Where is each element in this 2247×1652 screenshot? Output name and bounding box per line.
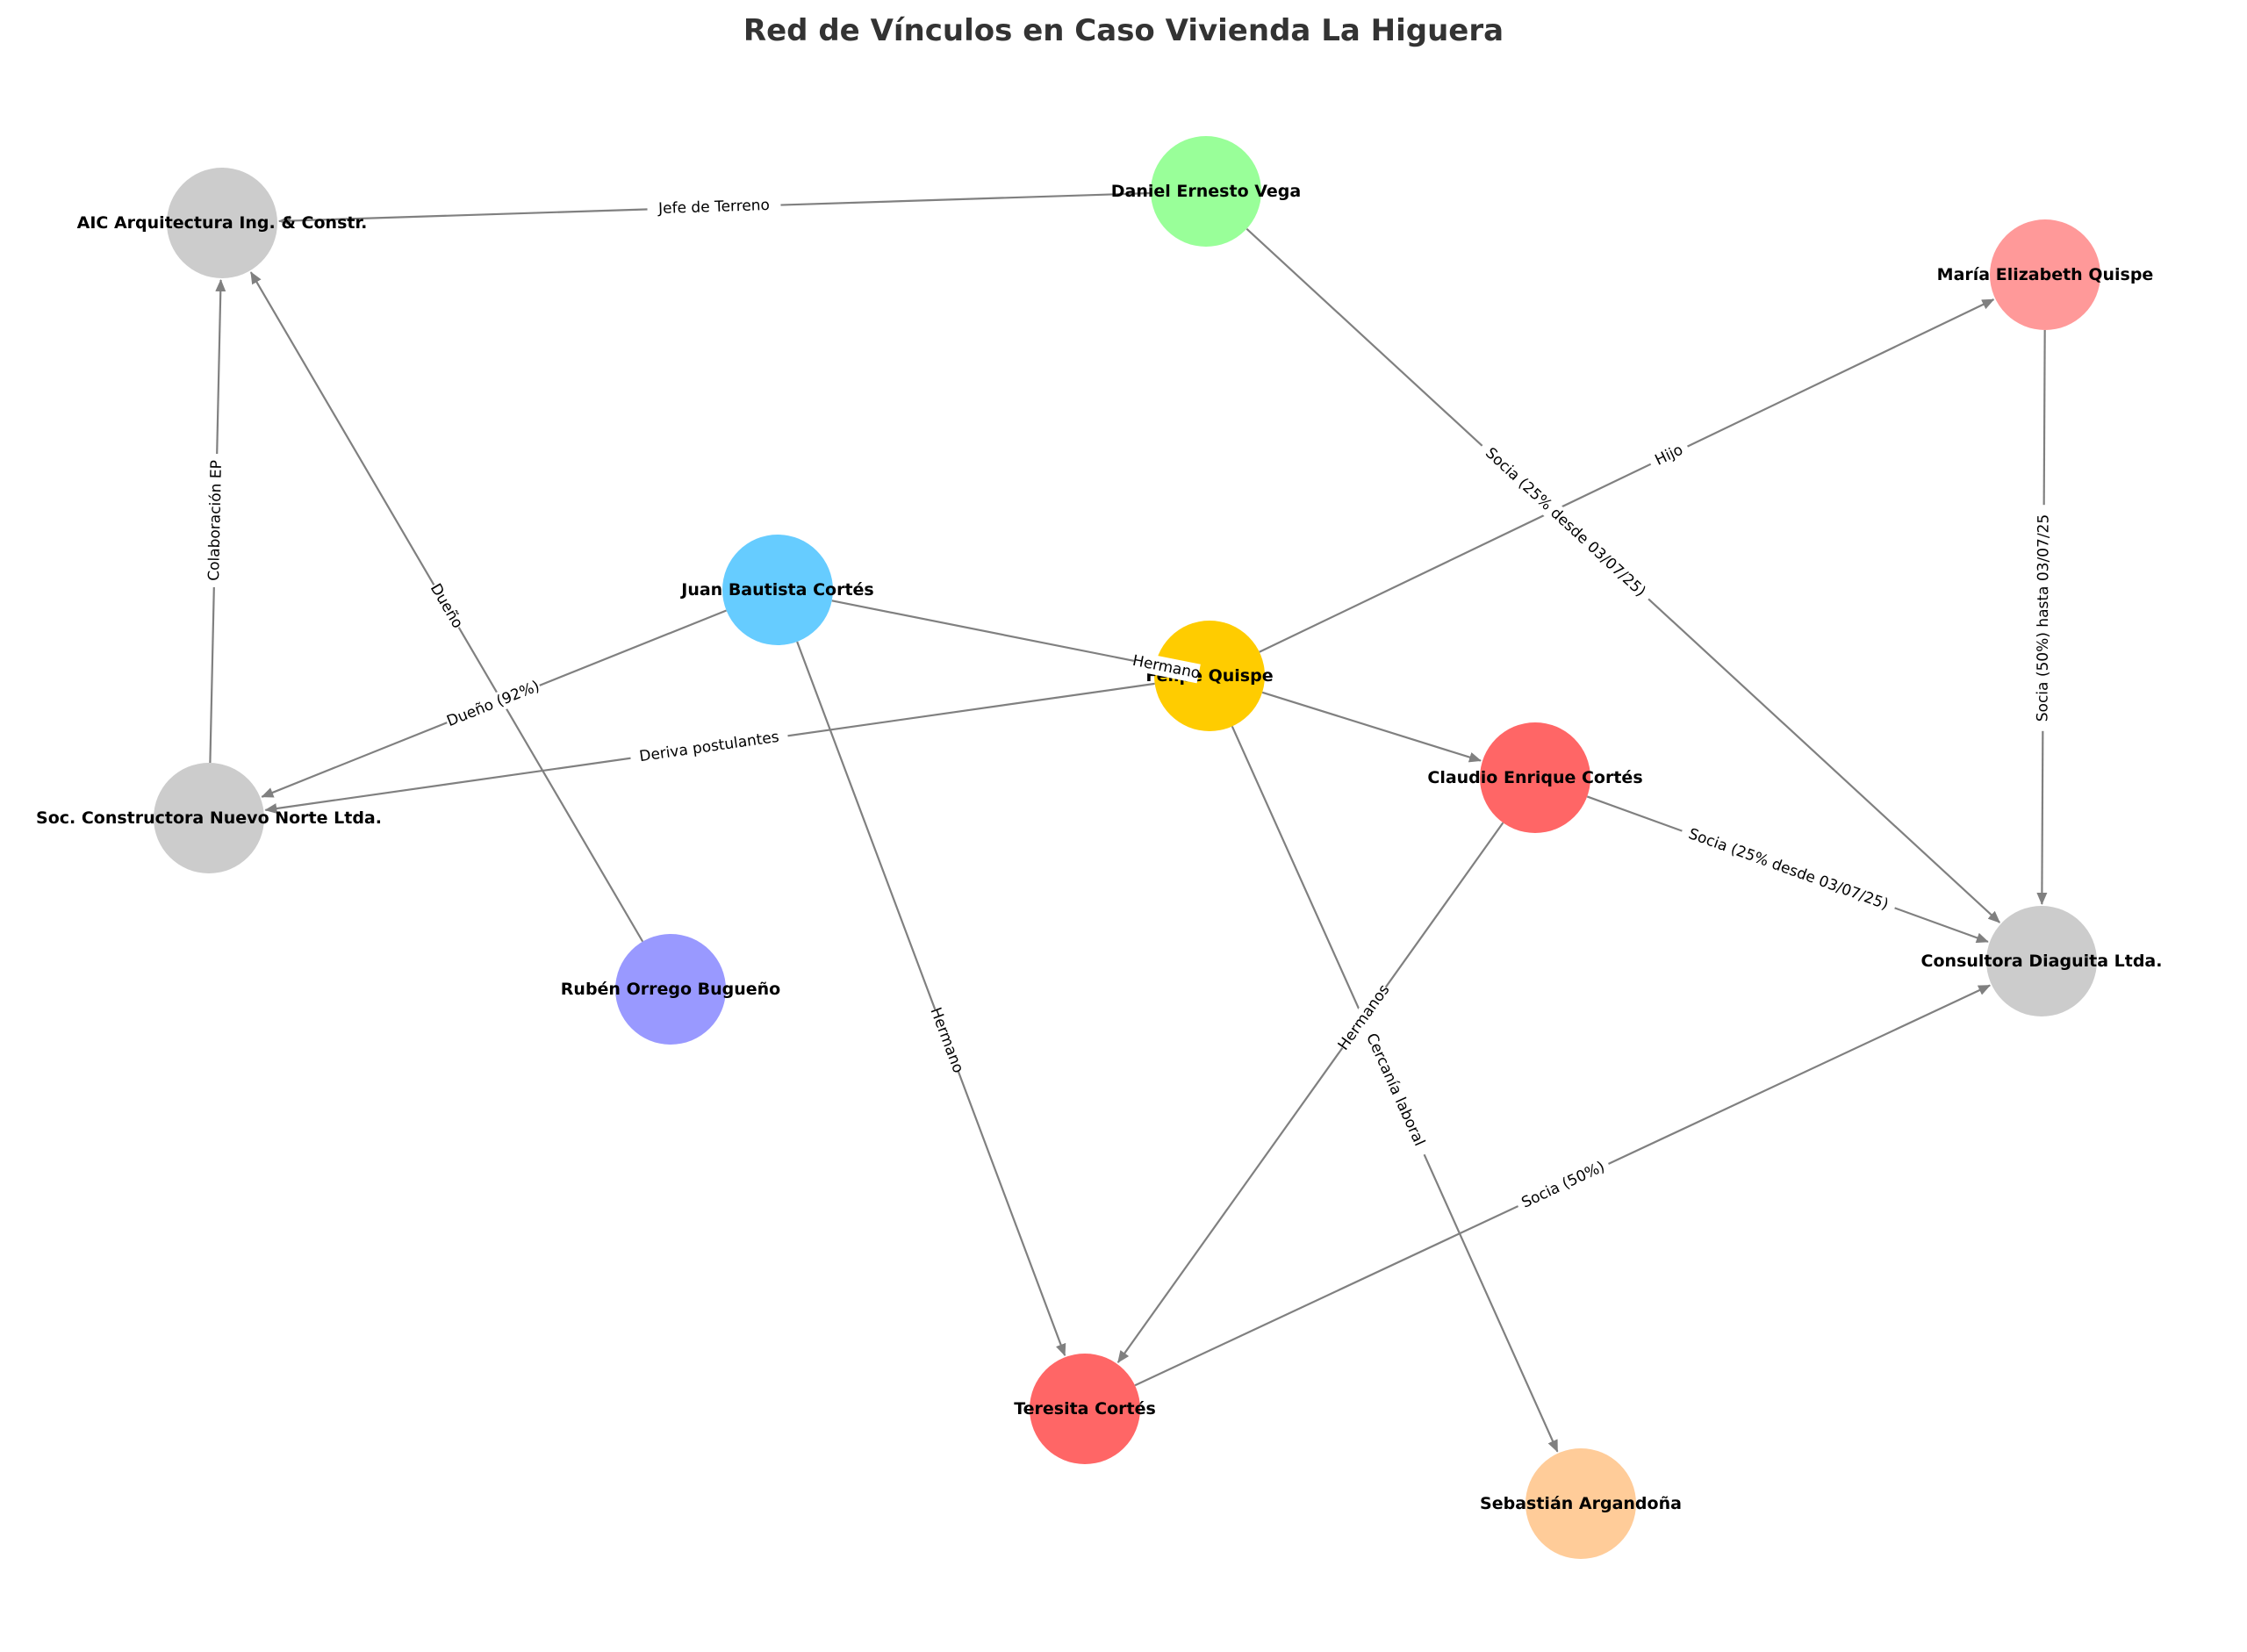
node-ruben: Rubén Orrego Bugueño <box>561 934 780 1045</box>
edge-label-group: Hijo <box>1646 437 1692 473</box>
edge-label-background <box>647 195 781 219</box>
node-label: Daniel Ernesto Vega <box>1111 182 1301 201</box>
node-circle <box>1030 1354 1140 1464</box>
edge-label-group: Socia (25% desde 03/07/25) <box>1475 438 1655 607</box>
node-circle <box>154 763 264 873</box>
edge-label-background <box>1678 822 1899 917</box>
node-juan: Juan Bautista Cortés <box>679 535 874 645</box>
edge-label-group: Socia (50%) <box>1513 1154 1613 1216</box>
node-claudio: Claudio Enrique Cortés <box>1427 722 1643 833</box>
node-circle <box>1990 219 2100 330</box>
edge-label-background <box>443 676 543 732</box>
node-teresita: Teresita Cortés <box>1014 1354 1156 1464</box>
edge-label: Colaboración EP <box>205 460 226 581</box>
node-label: Soc. Constructora Nuevo Norte Ltda. <box>36 808 382 828</box>
edge-label-background <box>1334 981 1394 1054</box>
edge-claudio-to-teresita <box>1116 822 1504 1363</box>
edge-label: Socia (50%) hasta 03/07/25 <box>2034 514 2052 722</box>
edge-label-background <box>1131 651 1201 684</box>
diagram-title: Red de Vínculos en Caso Vivienda La Higu… <box>743 13 1504 48</box>
node-circle <box>1151 136 1261 247</box>
node-circle <box>1526 1448 1636 1559</box>
edge-label-background <box>1646 437 1692 473</box>
edge-label-background <box>925 1006 968 1075</box>
edge-label: Cercanía laboral <box>1362 1031 1428 1149</box>
node-label: Sebastián Argandoña <box>1480 1494 1682 1513</box>
edge-label-group: Jefe de Terreno <box>647 195 781 219</box>
node-label: Claudio Enrique Cortés <box>1427 768 1642 787</box>
node-circle <box>1154 621 1265 731</box>
node-label: Juan Bautista Cortés <box>679 580 873 600</box>
edge-felipe-to-maria <box>1259 298 1995 653</box>
edge-label-group: Socia (25% desde 03/07/25) <box>1678 822 1899 917</box>
node-label: María Elizabeth Quispe <box>1937 265 2154 284</box>
edge-label-background <box>204 453 227 588</box>
edge-label-background <box>425 579 468 633</box>
node-snn: Soc. Constructora Nuevo Norte Ltda. <box>36 763 382 873</box>
edge-label-group: Colaboración EP <box>204 453 227 588</box>
edge-label-group: Cercanía laboral <box>1357 1021 1433 1159</box>
edge-label-group: Deriva postulantes <box>628 726 790 768</box>
node-aic: AIC Arquitectura Ing. & Constr. <box>77 168 368 278</box>
node-maria: María Elizabeth Quispe <box>1937 219 2154 330</box>
node-label: AIC Arquitectura Ing. & Constr. <box>77 213 368 233</box>
node-daniel: Daniel Ernesto Vega <box>1111 136 1301 247</box>
node-circle <box>722 535 833 645</box>
edge-label-group: Hermano <box>925 1005 968 1075</box>
node-label: Teresita Cortés <box>1014 1399 1156 1419</box>
edge-juan-to-teresita <box>796 641 1066 1357</box>
node-circle <box>1480 722 1590 833</box>
edge-juan-to-felipe <box>831 600 1155 668</box>
node-circle <box>615 934 726 1045</box>
edge-felipe-to-claudio <box>1261 691 1482 763</box>
edge-label-group: Dueño <box>425 579 468 633</box>
edge-label-background <box>628 726 790 768</box>
node-sebastian: Sebastián Argandoña <box>1480 1448 1682 1559</box>
node-circle <box>1986 906 2097 1016</box>
node-diaguita: Consultora Diaguita Ltda. <box>1921 906 2163 1016</box>
edge-label: Socia (50%) <box>1519 1158 1608 1211</box>
edge-label: Socia (25% desde 03/07/25) <box>1482 444 1649 600</box>
node-label: Rubén Orrego Bugueño <box>561 980 780 999</box>
edge-label: Jefe de Terreno <box>657 197 770 218</box>
edge-label-background <box>1513 1154 1613 1216</box>
edge-label: Hermano <box>926 1005 966 1075</box>
edge-label-background <box>1357 1021 1433 1159</box>
edge-label-group: Socia (50%) hasta 03/07/25 <box>2033 505 2054 731</box>
edge-label-background <box>1475 438 1655 607</box>
node-circle <box>167 168 277 278</box>
node-label: Consultora Diaguita Ltda. <box>1921 952 2163 971</box>
edge-label: Deriva postulantes <box>638 729 780 765</box>
edge-label-background <box>2033 505 2054 731</box>
nodes-layer: AIC Arquitectura Ing. & Constr. Daniel Er… <box>36 136 2162 1559</box>
edge-label: Socia (25% desde 03/07/25) <box>1686 825 1891 914</box>
edges-layer <box>209 191 2048 1453</box>
